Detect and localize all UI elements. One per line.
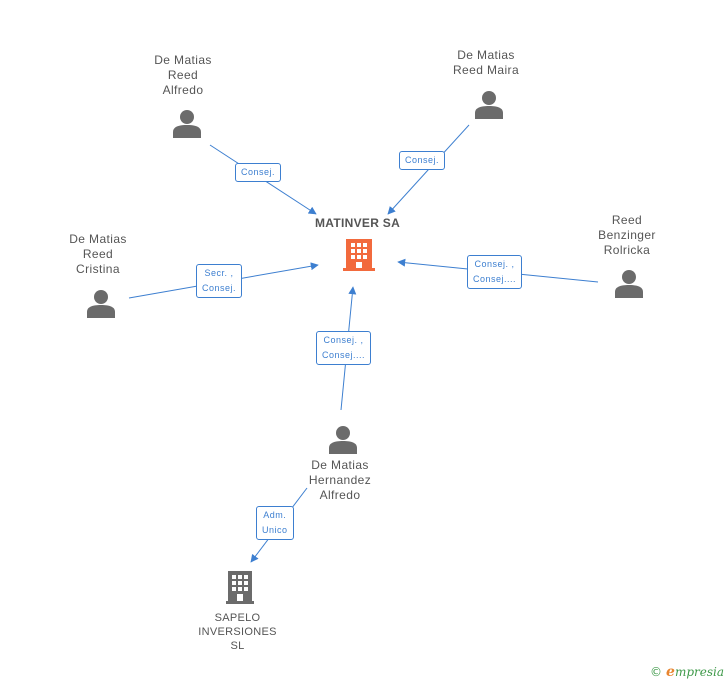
copyright-icon: © bbox=[650, 665, 663, 679]
edge-label-cristina[interactable]: Secr. , Consej. bbox=[196, 264, 243, 298]
person-node-maira[interactable]: De Matias Reed Maira bbox=[436, 48, 536, 78]
person-icon-hernandez[interactable] bbox=[328, 424, 358, 454]
edge-label-rolricka[interactable]: Consej. , Consej.... bbox=[467, 255, 523, 289]
person-name-cristina: De Matias Reed Cristina bbox=[69, 232, 127, 276]
sapelo-company-label[interactable]: SAPELO INVERSIONES SL bbox=[198, 612, 277, 652]
person-icon-rolricka[interactable] bbox=[614, 268, 644, 298]
sapelo-building-icon[interactable] bbox=[226, 570, 254, 604]
person-node-alfredo[interactable]: De Matias Reed Alfredo bbox=[133, 53, 233, 98]
person-name-alfredo: De Matias Reed Alfredo bbox=[154, 53, 212, 97]
edge-label-alfredo[interactable]: Consej. bbox=[235, 163, 282, 182]
person-name-hernandez: De Matias Hernandez Alfredo bbox=[308, 458, 372, 502]
person-node-rolricka[interactable]: Reed Benzinger Rolricka bbox=[577, 213, 677, 258]
center-building-icon[interactable] bbox=[343, 237, 375, 272]
empresia-brand[interactable]: ©empresia bbox=[650, 664, 724, 680]
center-company-title[interactable]: MATINVER SA bbox=[315, 216, 401, 230]
edge-label-hernandez[interactable]: Consej. , Consej.... bbox=[316, 331, 372, 365]
person-icon-maira[interactable] bbox=[474, 89, 504, 119]
person-icon-alfredo[interactable] bbox=[172, 108, 202, 138]
person-node-cristina[interactable]: De Matias Reed Cristina bbox=[48, 232, 148, 277]
edge-label-sapelo[interactable]: Adm. Unico bbox=[256, 506, 294, 540]
brand-e-letter: e bbox=[666, 664, 675, 680]
person-name-rolricka: Reed Benzinger Rolricka bbox=[598, 213, 656, 257]
brand-name: mpresia bbox=[674, 665, 724, 679]
edge-label-maira[interactable]: Consej. bbox=[399, 151, 446, 170]
person-name-maira: De Matias Reed Maira bbox=[452, 48, 520, 77]
person-node-hernandez[interactable]: De Matias Hernandez Alfredo bbox=[290, 458, 390, 503]
person-icon-cristina[interactable] bbox=[86, 288, 116, 318]
